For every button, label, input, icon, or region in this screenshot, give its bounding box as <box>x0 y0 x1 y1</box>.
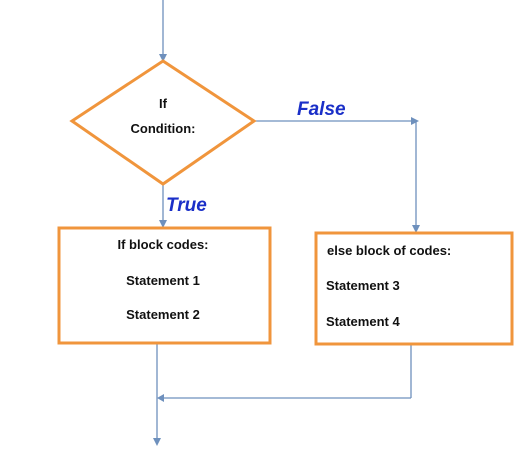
exit-arrowhead <box>153 438 161 446</box>
decision-line-condition: Condition: <box>131 121 196 136</box>
entry-arrowhead <box>159 54 167 62</box>
else-block-title: else block of codes: <box>327 243 451 258</box>
else-block-box <box>314 231 514 346</box>
else-block-statement-3: Statement 3 <box>326 278 400 293</box>
else-entry-arrowhead <box>412 225 420 233</box>
decision-line-if: If <box>159 96 168 111</box>
false-branch-label: False <box>297 99 346 120</box>
merge-arrowhead <box>157 394 164 402</box>
if-block-statement-1: Statement 1 <box>126 273 200 288</box>
if-block-statement-2: Statement 2 <box>126 307 200 322</box>
else-block-statement-4: Statement 4 <box>326 314 400 329</box>
true-branch-label: True <box>166 195 207 216</box>
decision-diamond <box>69 59 257 186</box>
if-block-box <box>57 226 272 345</box>
if-block-title: If block codes: <box>117 237 208 252</box>
false-arrowhead <box>411 117 419 125</box>
true-arrowhead <box>159 220 167 228</box>
